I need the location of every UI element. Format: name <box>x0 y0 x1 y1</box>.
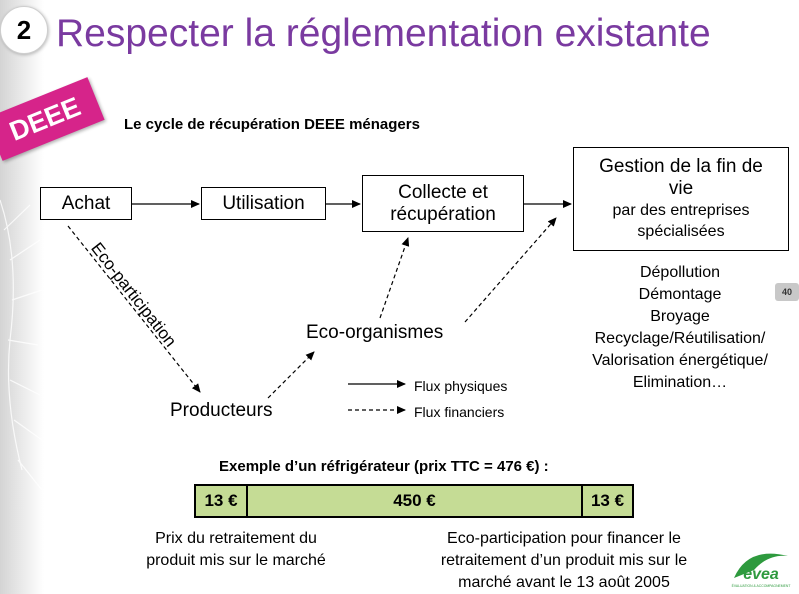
right-caption: Eco-participation pour financer le retra… <box>410 528 718 594</box>
step-item: Valorisation énergétique/ <box>592 352 768 369</box>
slide-number-badge: 2 <box>0 6 48 54</box>
node-gestion-line2: vie <box>668 178 694 199</box>
page-number: 40 <box>775 283 799 301</box>
arrow-ecoorg-gestion <box>464 217 557 323</box>
node-collecte: Collecte et récupération <box>362 175 524 232</box>
legend-physical-label: Flux physiques <box>414 378 508 394</box>
left-caption: Prix du retraitement du produit mis sur … <box>120 528 352 572</box>
node-collecte-line1: Collecte et <box>398 181 488 203</box>
node-achat-label: Achat <box>61 192 111 214</box>
step-item: Recyclage/Réutilisation/ <box>594 330 766 347</box>
node-eco-organismes: Eco-organismes <box>306 322 444 343</box>
legend-financial-label: Flux financiers <box>414 404 505 420</box>
left-caption-line2: produit mis sur le marché <box>146 552 326 569</box>
bar-segment-right: 13 € <box>581 484 634 518</box>
example-title: Exemple d’un réfrigérateur (prix TTC = 4… <box>219 458 549 475</box>
slide-title: Respecter la réglementation existante <box>56 12 711 55</box>
step-item: Dépollution <box>639 264 721 281</box>
node-gestion-line4: spécialisées <box>637 223 725 240</box>
bar-segment-left: 13 € <box>194 484 248 518</box>
node-achat: Achat <box>40 187 132 220</box>
arrow-achat-producteurs <box>67 225 201 393</box>
node-collecte-line2: récupération <box>390 203 496 225</box>
logo-tagline: ÉVALUATION & ACCOMPAGNEMENT <box>732 583 791 588</box>
step-item: Elimination… <box>632 374 728 391</box>
step-item: Démontage <box>638 286 722 303</box>
left-caption-line1: Prix du retraitement du <box>155 530 317 547</box>
bar-segment-middle: 450 € <box>246 484 583 518</box>
node-gestion-line1: Gestion de la fin de <box>599 156 763 177</box>
right-caption-line2: retraitement d’un produit mis sur le <box>440 552 688 569</box>
arrow-ecoorg-collecte <box>379 237 410 319</box>
node-utilisation-label: Utilisation <box>222 192 305 214</box>
diagram-subtitle: Le cycle de récupération DEEE ménagers <box>124 116 420 133</box>
step-item: Broyage <box>650 308 710 325</box>
right-caption-line3: marché avant le 13 août 2005 <box>458 574 670 591</box>
node-producteurs: Producteurs <box>170 400 273 421</box>
evea-logo: evea ÉVALUATION & ACCOMPAGNEMENT <box>732 553 791 588</box>
node-utilisation: Utilisation <box>201 187 326 220</box>
node-gestion-line3: par des entreprises <box>612 202 750 219</box>
leaf-texture <box>0 199 43 491</box>
end-of-life-steps: Dépollution Démontage Broyage Recyclage/… <box>560 262 799 394</box>
node-gestion: Gestion de la fin de vie par des entrepr… <box>573 147 789 251</box>
arrow-producteurs-ecoorg <box>267 351 315 399</box>
logo-name: evea <box>743 566 779 583</box>
right-caption-line1: Eco-participation pour financer le <box>447 530 681 547</box>
